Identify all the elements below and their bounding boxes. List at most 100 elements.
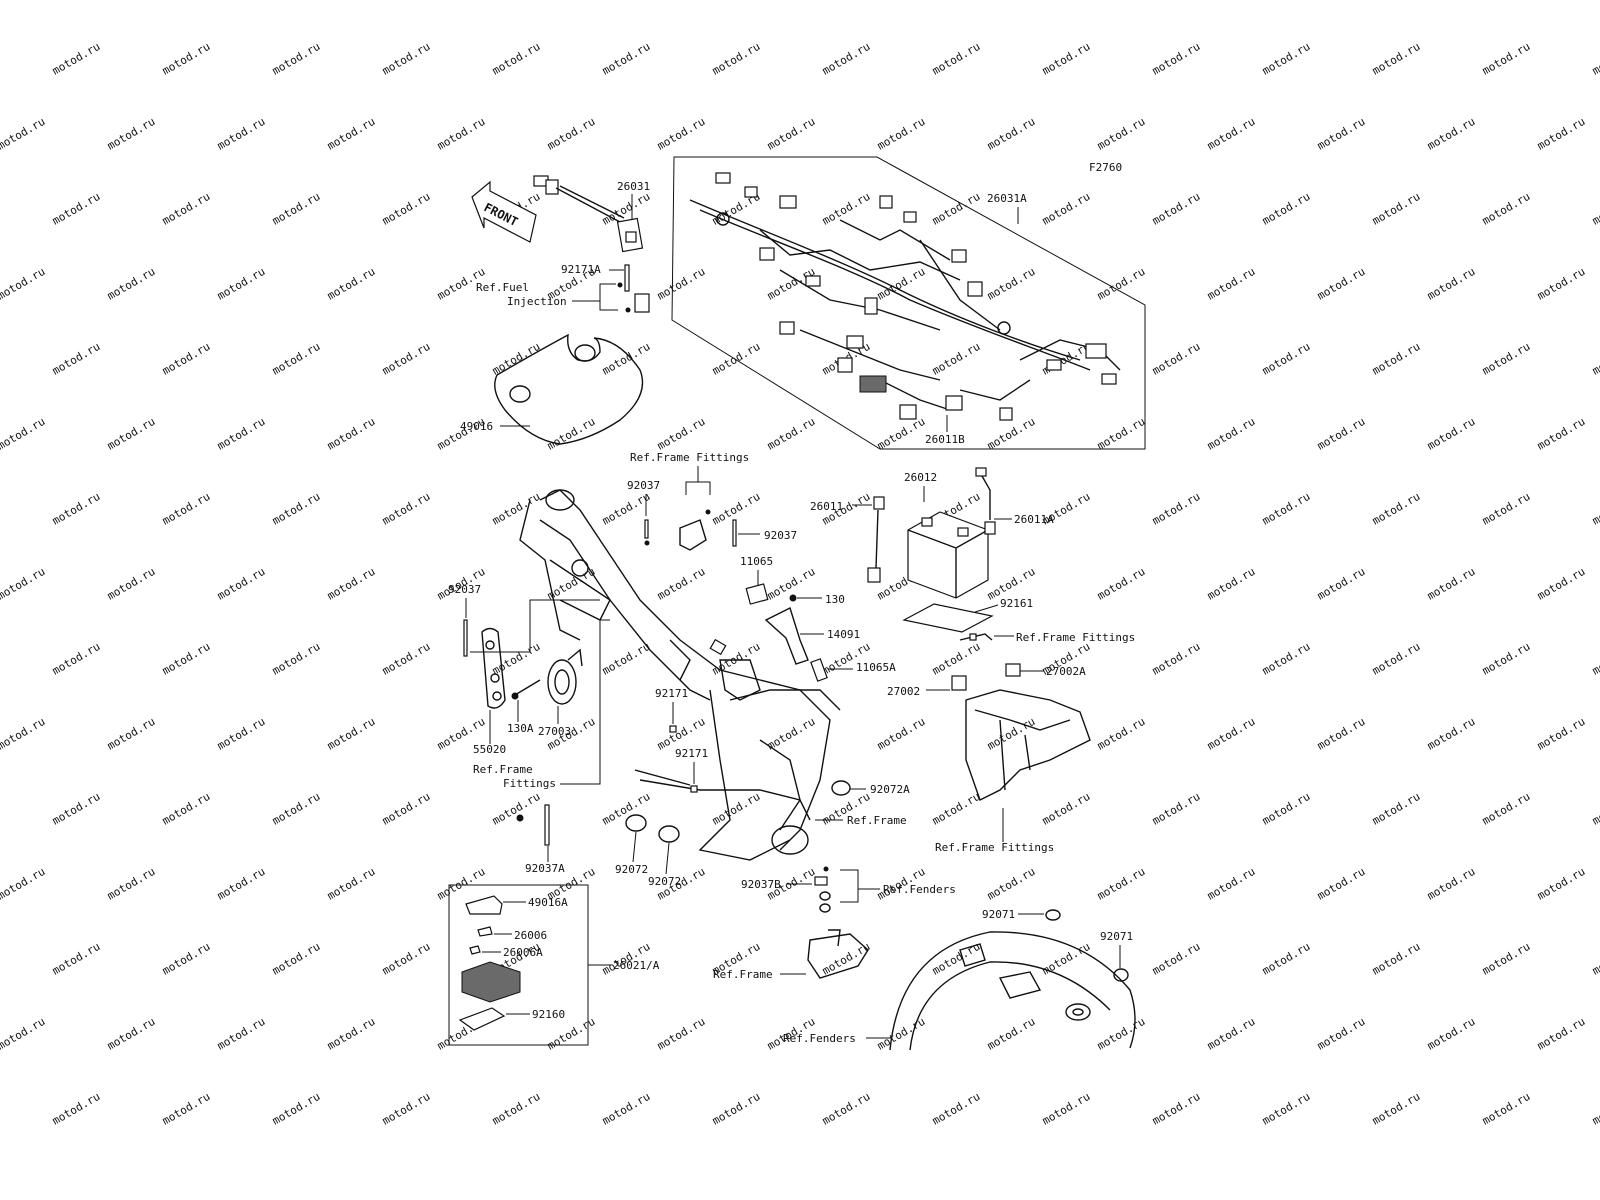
ref-fuel-injection-label-2: Injection bbox=[507, 295, 567, 308]
watermark-text: motod.ru bbox=[105, 715, 157, 753]
watermark-text: motod.ru bbox=[1425, 565, 1477, 603]
watermark-text: motod.ru bbox=[380, 1090, 432, 1128]
watermark-text: motod.ru bbox=[1370, 490, 1422, 528]
watermark-text: motod.ru bbox=[710, 1090, 762, 1128]
watermark-text: motod.ru bbox=[105, 865, 157, 903]
watermark-text: motod.ru bbox=[270, 1090, 322, 1128]
part-label-55020: 55020 bbox=[473, 743, 506, 756]
watermark-text: motod.ru bbox=[1205, 715, 1257, 753]
watermark-text: motod.ru bbox=[1425, 115, 1477, 153]
watermark-text: motod.ru bbox=[1315, 565, 1367, 603]
ref-frame-fittings-left-label-2: Fittings bbox=[503, 777, 556, 790]
watermark-text: motod.ru bbox=[490, 790, 542, 828]
watermark-text: motod.ru bbox=[0, 565, 47, 603]
watermark-text: motod.ru bbox=[325, 1015, 377, 1053]
watermark-text: motod.ru bbox=[490, 40, 542, 78]
watermark-text: motod.ru bbox=[325, 565, 377, 603]
part-label-92037-top: 92037 bbox=[627, 479, 660, 492]
watermark-text: motod.ru bbox=[1260, 340, 1312, 378]
sub-harness-26031 bbox=[533, 175, 644, 253]
watermark-text: motod.ru bbox=[1205, 1015, 1257, 1053]
part-label-14091: 14091 bbox=[827, 628, 860, 641]
watermark-text: motod.ru bbox=[1205, 0, 1257, 3]
watermark-text: motod.ru bbox=[1150, 640, 1202, 678]
watermark-text: motod.ru bbox=[1370, 1090, 1422, 1128]
watermark-text: motod.ru bbox=[490, 1090, 542, 1128]
watermark-text: motod.ru bbox=[270, 340, 322, 378]
part-label-26011A: 26011A bbox=[1014, 513, 1054, 526]
watermark-text: motod.ru bbox=[655, 415, 707, 453]
watermark-text: motod.ru bbox=[215, 565, 267, 603]
watermark-text: motod.ru bbox=[710, 340, 762, 378]
ref-frame-mid-label: Ref.Frame bbox=[847, 814, 907, 827]
watermark-text: motod.ru bbox=[1590, 190, 1600, 228]
part-label-92072A: 92072A bbox=[870, 783, 910, 796]
watermark-text: motod.ru bbox=[655, 265, 707, 303]
watermark-text: motod.ru bbox=[1315, 415, 1367, 453]
watermark-text: motod.ru bbox=[325, 415, 377, 453]
watermark-text: motod.ru bbox=[215, 415, 267, 453]
watermark-text: motod.ru bbox=[1370, 790, 1422, 828]
watermark-text: motod.ru bbox=[985, 0, 1037, 3]
watermark-text: motod.ru bbox=[160, 40, 212, 78]
watermark-text: motod.ru bbox=[105, 565, 157, 603]
watermark-text: motod.ru bbox=[1040, 1090, 1092, 1128]
watermark-text: motod.ru bbox=[1315, 715, 1367, 753]
watermark-text: motod.ru bbox=[50, 640, 102, 678]
watermark-text: motod.ru bbox=[1095, 1015, 1147, 1053]
watermark-text: motod.ru bbox=[435, 0, 487, 3]
watermark-text: motod.ru bbox=[1040, 790, 1092, 828]
fuse-box-inset bbox=[448, 884, 589, 1046]
battery-case bbox=[965, 689, 1091, 801]
watermark-text: motod.ru bbox=[160, 340, 212, 378]
watermark-text: motod.ru bbox=[160, 790, 212, 828]
watermark-text: motod.ru bbox=[1150, 1090, 1202, 1128]
cable-26011A bbox=[975, 467, 996, 535]
watermark-text: motod.ru bbox=[1480, 490, 1532, 528]
watermark-text: motod.ru bbox=[600, 640, 652, 678]
part-label-27003: 27003 bbox=[538, 725, 571, 738]
watermark-text: motod.ru bbox=[1480, 340, 1532, 378]
part-label-92161: 92161 bbox=[1000, 597, 1033, 610]
front-arrow: FRONT bbox=[471, 180, 537, 243]
watermark-text: motod.ru bbox=[1480, 790, 1532, 828]
watermark-text: motod.ru bbox=[1150, 340, 1202, 378]
watermark-text: motod.ru bbox=[820, 1090, 872, 1128]
watermark-text: motod.ru bbox=[820, 40, 872, 78]
watermark-text: motod.ru bbox=[1095, 0, 1147, 3]
watermark-text: motod.ru bbox=[105, 0, 157, 3]
watermark-text: motod.ru bbox=[490, 340, 542, 378]
watermark-text: motod.ru bbox=[325, 115, 377, 153]
watermark-text: motod.ru bbox=[1370, 190, 1422, 228]
watermark-text: motod.ru bbox=[1205, 115, 1257, 153]
watermark-text: motod.ru bbox=[105, 415, 157, 453]
watermark-text: motod.ru bbox=[1095, 115, 1147, 153]
watermark-text: motod.ru bbox=[160, 1090, 212, 1128]
watermark-text: motod.ru bbox=[380, 40, 432, 78]
watermark-text: motod.ru bbox=[1260, 490, 1312, 528]
watermark-text: motod.ru bbox=[1095, 715, 1147, 753]
watermark-text: motod.ru bbox=[765, 115, 817, 153]
watermark-text: motod.ru bbox=[270, 790, 322, 828]
watermark-text: motod.ru bbox=[930, 790, 982, 828]
watermark-text: motod.ru bbox=[600, 1090, 652, 1128]
watermark-text: motod.ru bbox=[1095, 265, 1147, 303]
watermark-text: motod.ru bbox=[930, 1090, 982, 1128]
ref-fenders-top-label: Ref.Fenders bbox=[883, 883, 956, 896]
watermark-text: motod.ru bbox=[50, 40, 102, 78]
watermark-text: motod.ru bbox=[1315, 265, 1367, 303]
watermark-text: motod.ru bbox=[655, 0, 707, 3]
watermark-text: motod.ru bbox=[1425, 865, 1477, 903]
part-label-92037B: 92037B bbox=[741, 878, 781, 891]
rear-fender bbox=[889, 931, 1136, 1051]
watermark-text: motod.ru bbox=[1205, 415, 1257, 453]
watermark-text: motod.ru bbox=[105, 115, 157, 153]
cover-49016 bbox=[494, 333, 644, 445]
part-label-49016: 49016 bbox=[460, 420, 493, 433]
part-label-26021A: 26021/A bbox=[613, 959, 660, 972]
part-label-92171A: 92171A bbox=[561, 263, 601, 276]
watermark-text: motod.ru bbox=[655, 115, 707, 153]
watermark-text: motod.ru bbox=[875, 715, 927, 753]
